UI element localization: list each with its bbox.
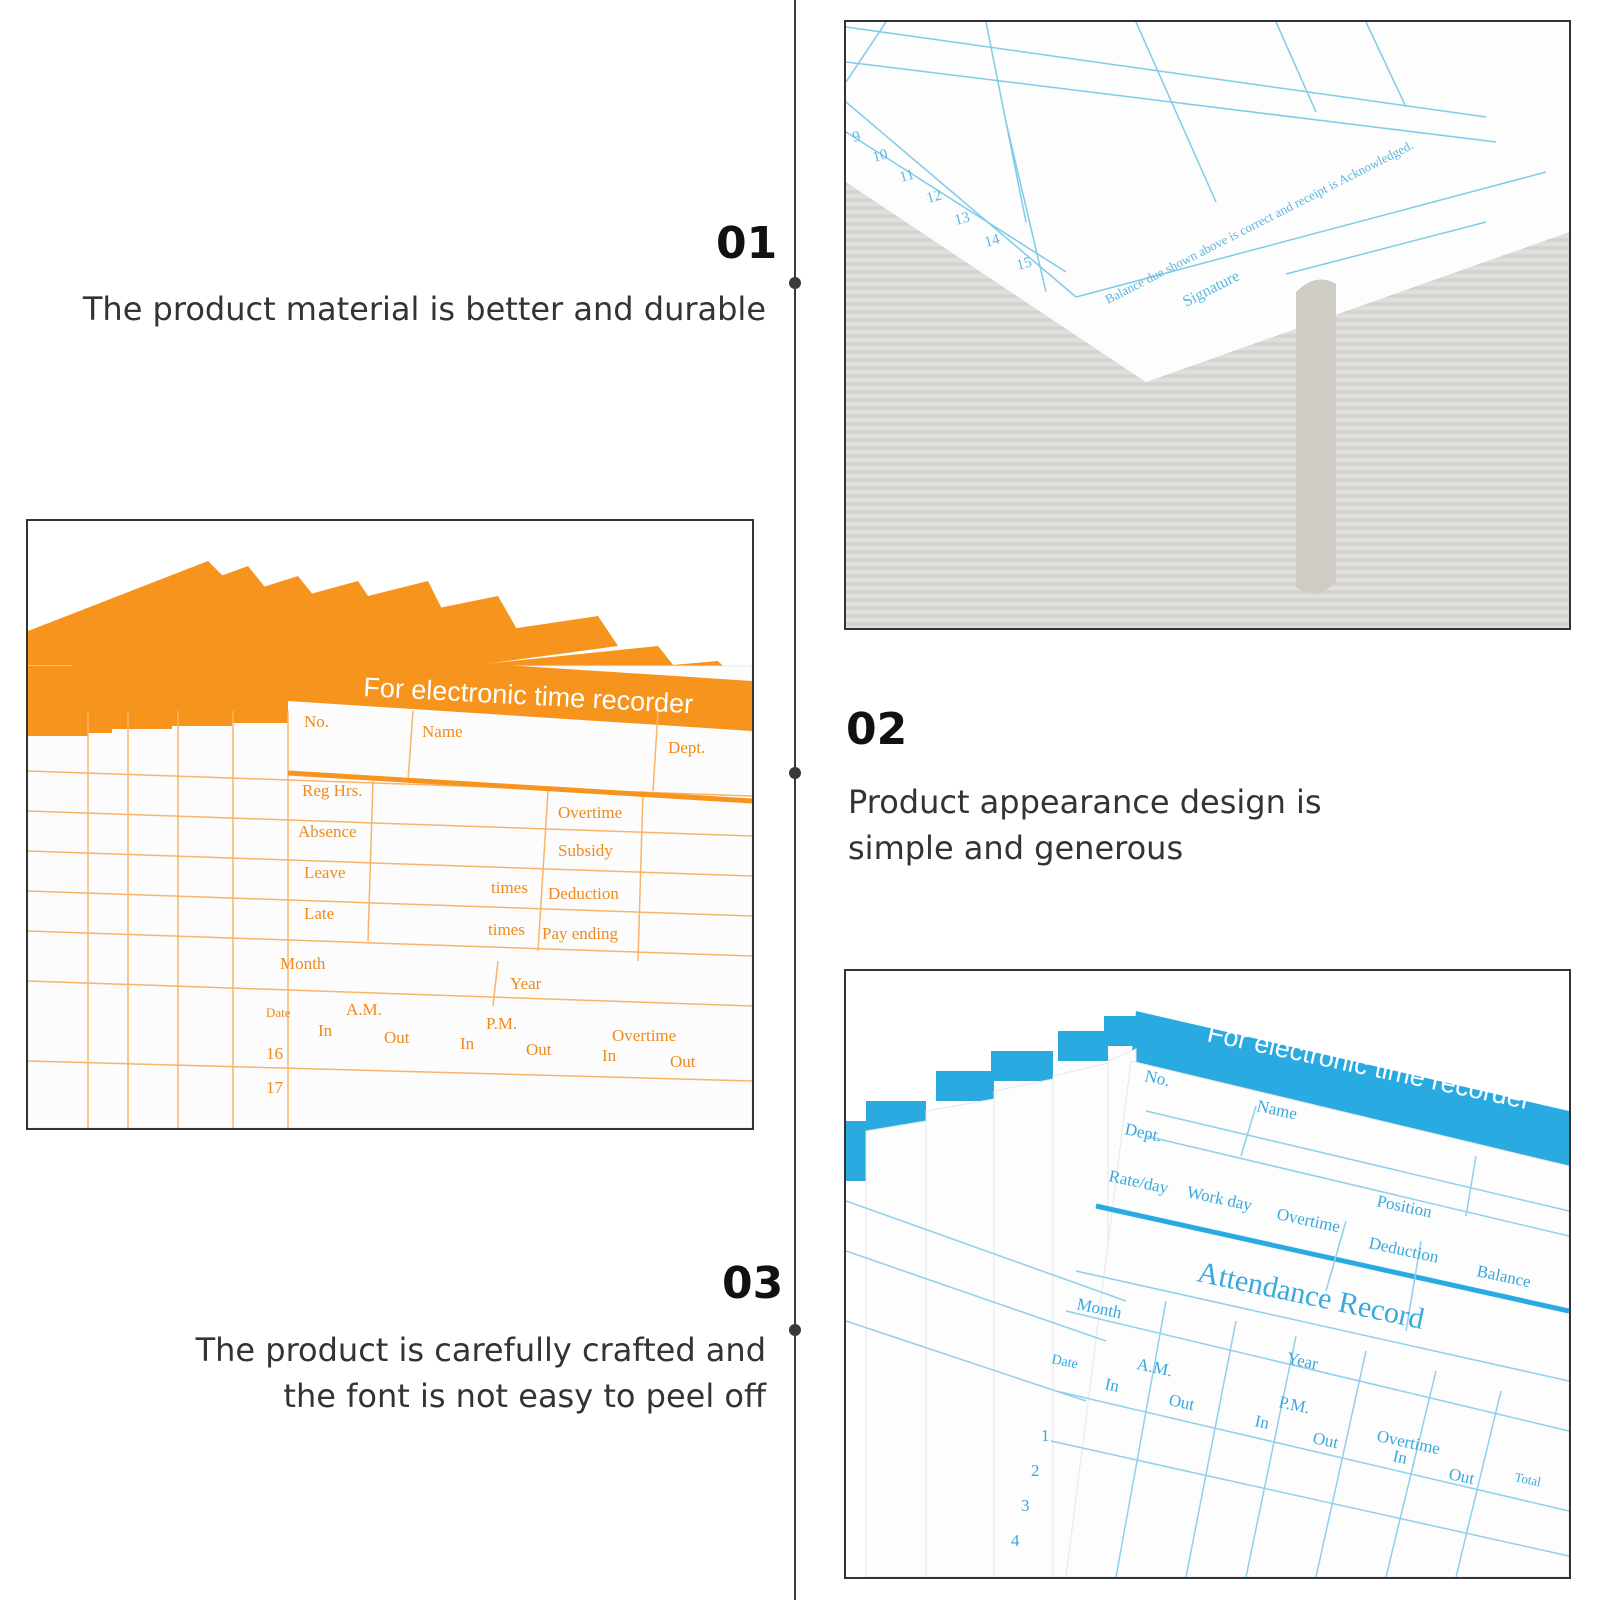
column-header: Out: [1311, 1428, 1340, 1452]
field-label: Month: [280, 954, 326, 973]
column-header: P.M.: [486, 1014, 517, 1033]
row-number: 3: [1021, 1496, 1030, 1515]
column-header: Overtime: [612, 1026, 676, 1045]
caption-line: The product material is better and durab…: [82, 290, 766, 328]
row-number: 10: [871, 147, 890, 166]
column-header: Out: [1447, 1464, 1476, 1488]
field-label: Name: [422, 722, 463, 741]
field-label: Absence: [298, 822, 357, 841]
timeline-dot-2: [789, 767, 801, 779]
column-header: In: [460, 1034, 475, 1053]
caption-line: Product appearance design is: [848, 783, 1322, 821]
orange-cards-photo: For electronic time recorder No. Name De…: [26, 519, 754, 1130]
row-number: 13: [953, 210, 972, 229]
field-label: Overtime: [558, 803, 622, 822]
feature-number-2: 02: [846, 704, 908, 755]
row-number: 9: [851, 128, 862, 145]
row-number: 2: [1031, 1461, 1040, 1480]
caption-line: The product is carefully crafted and: [195, 1331, 766, 1369]
feature-number-3: 03: [722, 1258, 784, 1309]
blue-cards-photo: For electronic time recorder No. Name De…: [844, 969, 1571, 1579]
row-number: 4: [1011, 1531, 1020, 1550]
feature-caption-2: Product appearance design is simple and …: [848, 779, 1548, 871]
card-stack-photo: 9 10 11 12 13 14 15 Balance due shown ab…: [844, 20, 1571, 630]
field-label: Pay ending: [542, 924, 619, 943]
field-label: Deduction: [548, 884, 619, 903]
row-number: 14: [983, 231, 1002, 250]
column-header: In: [1103, 1374, 1121, 1396]
column-header: Date: [1050, 1352, 1079, 1372]
column-header: Total: [1513, 1469, 1542, 1489]
column-header: Out: [384, 1028, 410, 1047]
field-label: Late: [304, 904, 334, 923]
column-header: In: [1391, 1446, 1409, 1468]
column-header: A.M.: [346, 1000, 382, 1019]
field-label: times: [488, 920, 525, 939]
blue-cards-illustration: For electronic time recorder No. Name De…: [846, 971, 1569, 1577]
field-label: Subsidy: [558, 841, 613, 860]
field-label: No.: [304, 712, 329, 731]
column-header: Out: [670, 1052, 696, 1071]
field-label: Dept.: [668, 738, 705, 757]
field-label: Reg Hrs.: [302, 781, 362, 800]
column-header: In: [318, 1021, 333, 1040]
row-number: 15: [1015, 255, 1034, 274]
caption-line: the font is not easy to peel off: [283, 1377, 766, 1415]
timeline-line: [794, 0, 796, 1600]
card-stack-illustration: 9 10 11 12 13 14 15 Balance due shown ab…: [846, 22, 1569, 628]
column-header: In: [602, 1046, 617, 1065]
feature-caption-1: The product material is better and durab…: [46, 286, 766, 332]
field-label: times: [491, 878, 528, 897]
feature-number-1: 01: [716, 218, 778, 269]
field-label: No.: [1143, 1066, 1171, 1090]
feature-caption-3: The product is carefully crafted and the…: [46, 1327, 766, 1419]
timeline-dot-1: [789, 277, 801, 289]
caption-line: simple and generous: [848, 829, 1184, 867]
field-label: Year: [510, 974, 542, 993]
row-number: 16: [266, 1044, 283, 1063]
column-header: Out: [1167, 1390, 1196, 1414]
column-header: In: [1253, 1411, 1271, 1433]
row-number: 11: [898, 167, 916, 186]
row-number: 17: [266, 1078, 284, 1097]
timeline-dot-3: [789, 1324, 801, 1336]
field-label: Leave: [304, 863, 346, 882]
row-number: 12: [925, 188, 944, 207]
column-header: Out: [526, 1040, 552, 1059]
orange-cards-illustration: For electronic time recorder No. Name De…: [28, 521, 752, 1128]
column-header: Date: [266, 1005, 291, 1020]
row-number: 1: [1041, 1426, 1050, 1445]
